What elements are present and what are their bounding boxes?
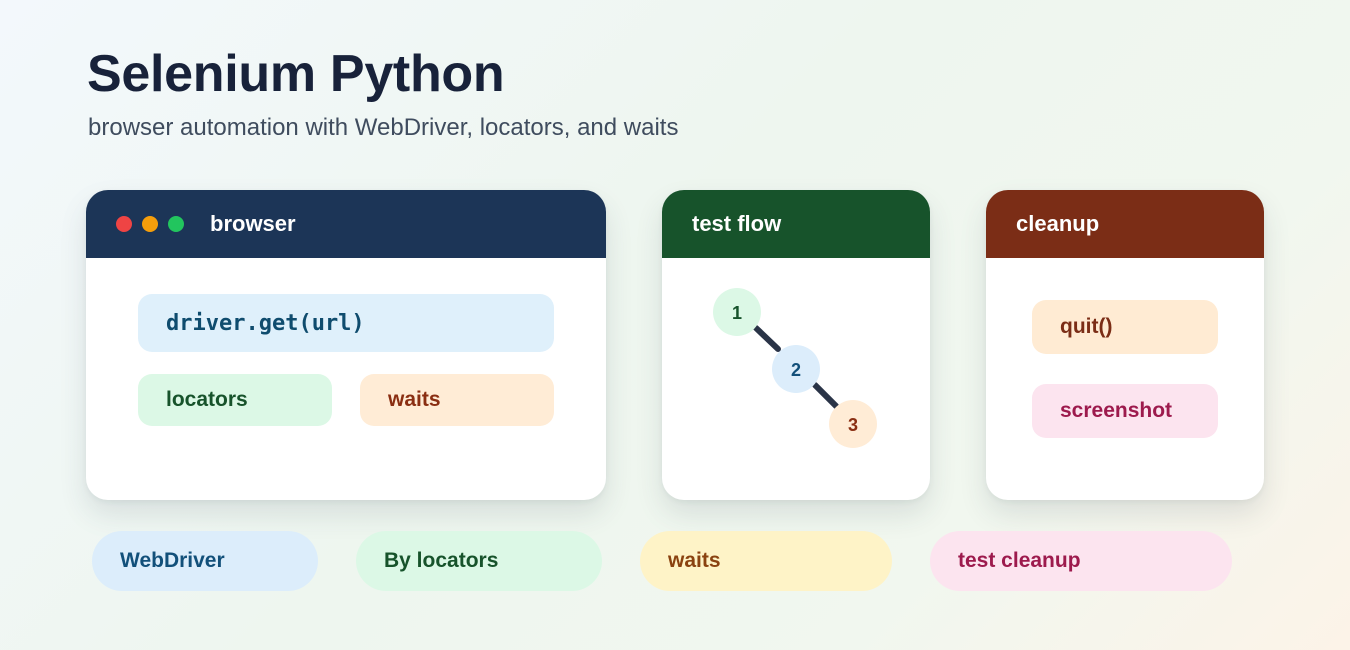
flow-step-3-label: 3 [848, 415, 858, 435]
tag-webdriver: WebDriver [92, 531, 318, 591]
tag-test-cleanup: test cleanup [930, 531, 1232, 591]
screenshot-chip: screenshot [1032, 384, 1218, 438]
test-flow-card: test flow 1 2 3 [662, 190, 930, 500]
flow-step-1-node [713, 288, 761, 336]
locators-chip: locators [138, 374, 332, 426]
waits-chip: waits [360, 374, 554, 426]
test-flow-card-header: test flow [662, 190, 930, 258]
flow-step-1-label: 1 [732, 303, 742, 323]
flow-step-3-node [829, 400, 877, 448]
test-flow-card-title: test flow [692, 211, 782, 236]
page-title: Selenium Python [87, 45, 505, 103]
cleanup-card: cleanup quit() screenshot [986, 190, 1264, 500]
quit-chip: quit() [1032, 300, 1218, 354]
test-flow-diagram: 1 2 3 [713, 288, 877, 448]
page-subtitle: browser automation with WebDriver, locat… [88, 114, 679, 141]
browser-card-header: browser [86, 190, 606, 258]
cleanup-card-title: cleanup [1016, 211, 1100, 236]
cleanup-card-header: cleanup [986, 190, 1264, 258]
flow-step-2-node [772, 345, 820, 393]
flow-connector-1-2 [753, 325, 781, 352]
window-minimize-dot-icon [142, 216, 158, 232]
tag-waits: waits [640, 531, 892, 591]
flow-step-2-label: 2 [791, 360, 801, 380]
browser-card-title: browser [210, 211, 296, 236]
window-close-dot-icon [116, 216, 132, 232]
flow-connector-2-3 [812, 382, 839, 409]
tag-by-locators: By locators [356, 531, 602, 591]
driver-get-chip: driver.get(url) [138, 294, 554, 352]
browser-card: browser driver.get(url) locators waits [86, 190, 606, 500]
window-maximize-dot-icon [168, 216, 184, 232]
